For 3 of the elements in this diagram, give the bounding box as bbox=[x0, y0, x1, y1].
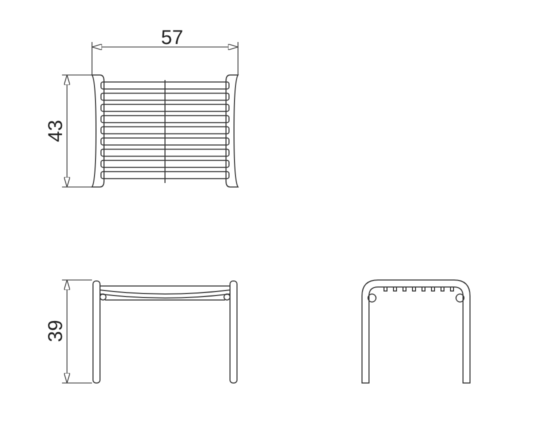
dimension-label: 39 bbox=[46, 320, 66, 342]
dimension-label: 43 bbox=[46, 120, 66, 142]
dimension-label: 57 bbox=[161, 28, 184, 48]
